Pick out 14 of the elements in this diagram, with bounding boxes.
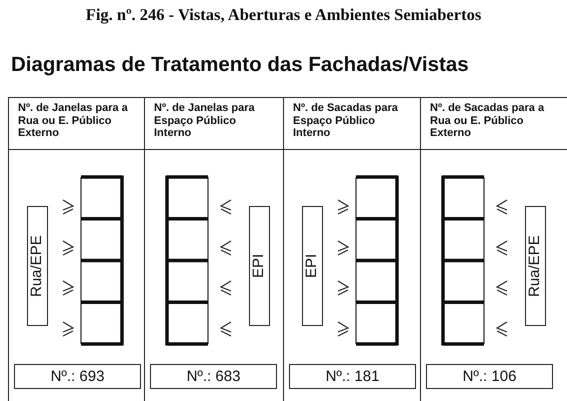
diagram-heading: Diagramas de Tratamento das Fachadas/Vistas [11,53,469,77]
column-header: Nº. de Janelas para Espaço Público Interno [154,102,256,140]
count-box: Nº.: 106 [426,364,553,389]
count-box: Nº.: 181 [289,364,416,389]
column-header: Nº. de Janelas para a Rua ou E. Público Externo [18,102,129,140]
count-box: Nº.: 683 [150,364,277,389]
figure-title: Fig. nº. 246 - Vistas, Aberturas e Ambientes Semiabertos [84,5,482,25]
count-box: Nº.: 693 [14,364,141,389]
facing-label-box: Rua/EPE [525,206,546,326]
facing-label-box: EPI [249,206,270,326]
facing-label-box: Rua/EPE [27,206,48,326]
facing-label-box: EPI [302,206,323,326]
column-header: Nº. de Sacadas para Espaço Público Interno [293,102,399,140]
column-header: Nº. de Sacadas para a Rua ou E. Público Externo [430,102,546,140]
